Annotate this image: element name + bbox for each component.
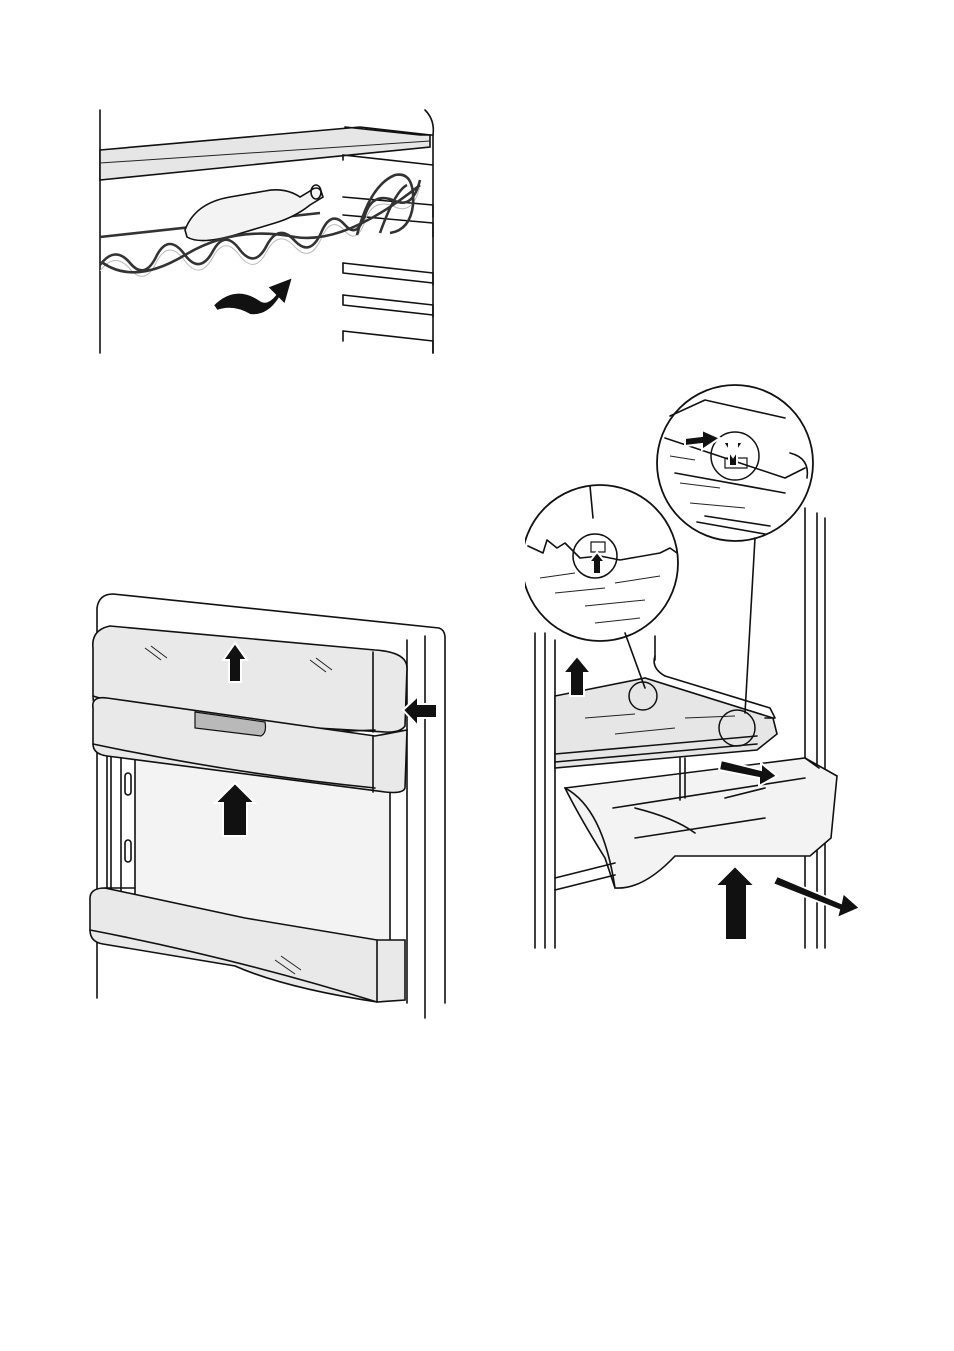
door-shelves-illustration xyxy=(85,588,455,1028)
push-arrow-icon xyxy=(403,696,437,726)
bottle-icon xyxy=(185,185,323,241)
magnifier-icon-left xyxy=(525,485,678,641)
magnifier-icon-right xyxy=(657,385,813,541)
rotate-arrow-icon xyxy=(213,277,293,315)
glass-shelf-icon xyxy=(555,636,777,768)
up-arrow-icon-large xyxy=(715,866,755,940)
drawer-icon xyxy=(555,758,837,890)
freezer-drawer-illustration xyxy=(525,378,865,953)
bottle-rack-illustration xyxy=(95,105,440,360)
shelf-supports xyxy=(343,127,433,353)
glass-shelf-icon xyxy=(100,127,430,180)
